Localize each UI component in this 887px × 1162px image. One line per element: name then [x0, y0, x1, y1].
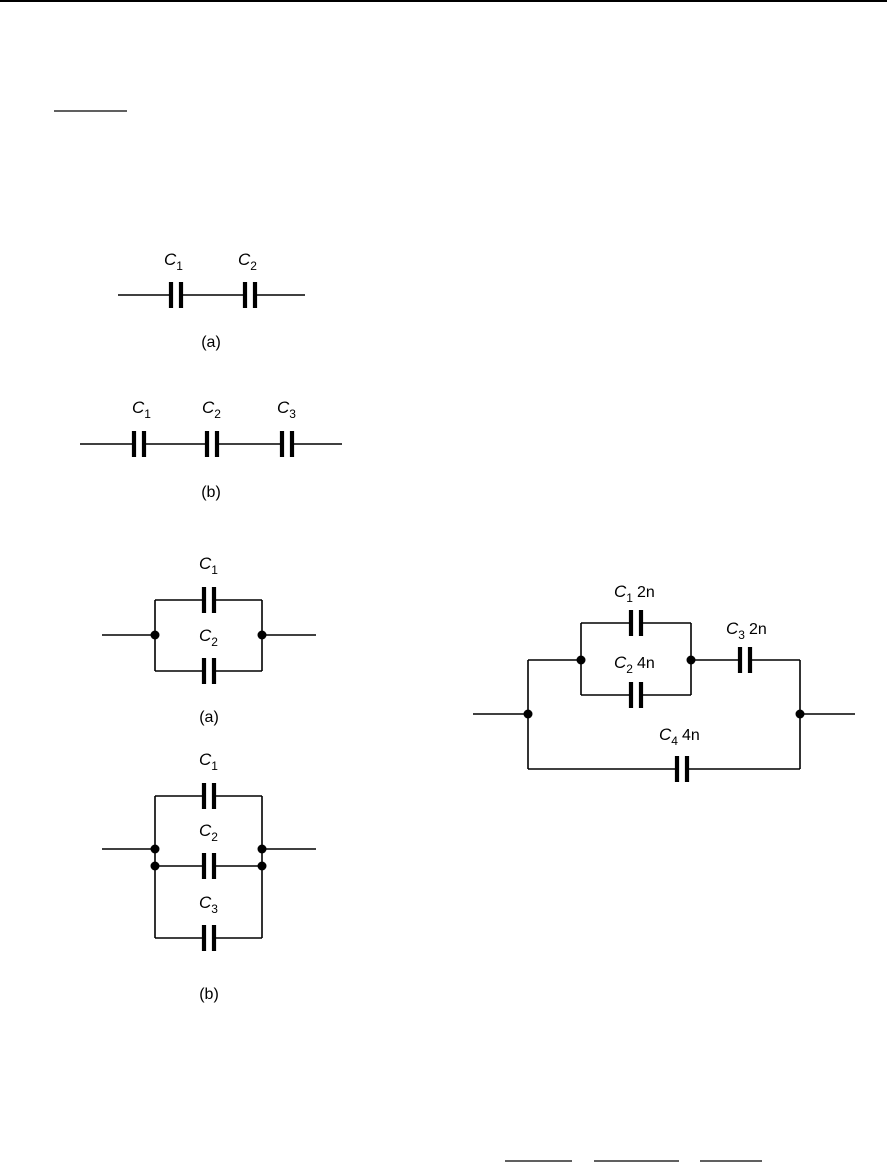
caption-b: (b): [201, 484, 221, 501]
label-c2: C2: [199, 821, 218, 844]
series-circuit-b: C1 C2 C3 (b): [80, 398, 342, 501]
label-c1: C1: [132, 398, 151, 421]
label-c1: C1: [199, 554, 218, 577]
label-c1: C1: [199, 750, 218, 773]
parallel-circuit-b: C1 C2 C3 (b): [102, 750, 316, 1003]
parallel-circuit-a: C1 C2 (a): [102, 554, 316, 726]
label-c2: C2: [238, 250, 257, 273]
label-c3: C3: [277, 398, 296, 421]
label-c2: C2: [202, 398, 221, 421]
series-circuit-a: C1 C2 (a): [118, 250, 305, 351]
node-right: [257, 630, 267, 640]
node-left: [150, 630, 160, 640]
label-c1: C1: [164, 250, 183, 273]
caption-a: (a): [201, 334, 221, 351]
caption-a: (a): [199, 709, 219, 726]
caption-b: (b): [199, 986, 219, 1003]
label-c3: C3: [199, 893, 218, 916]
label-c2: C2: [199, 626, 218, 649]
